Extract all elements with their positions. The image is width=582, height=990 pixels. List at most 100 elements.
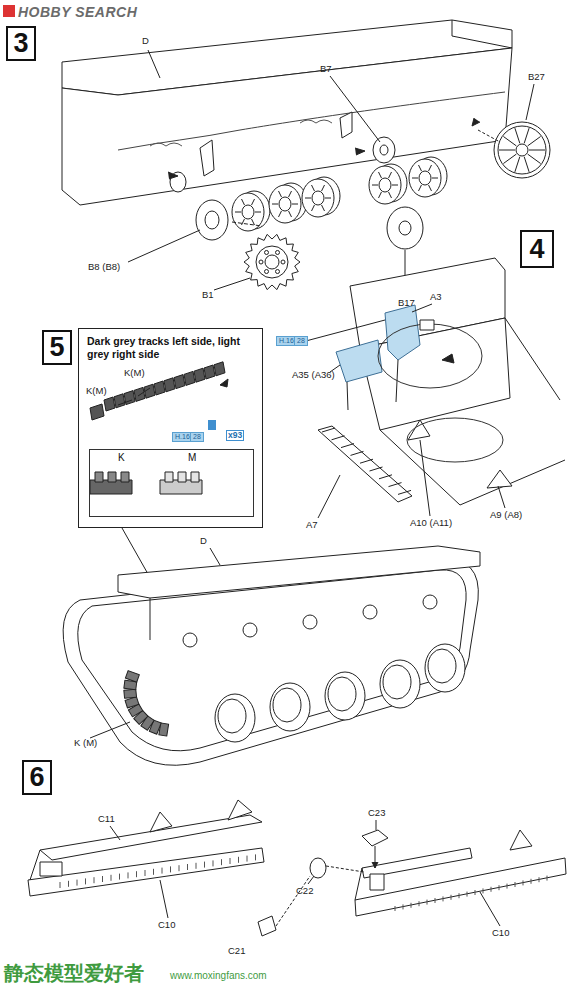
illustration-stroke <box>409 159 441 197</box>
illustration-stroke <box>214 278 250 290</box>
illustration-stroke <box>272 204 278 205</box>
illustration-stroke <box>389 483 402 487</box>
illustration-stroke <box>228 800 252 820</box>
illustration-stroke <box>392 185 398 186</box>
part-label: B1 <box>202 290 214 300</box>
illustration-stroke <box>302 179 334 217</box>
part-label: B8 (B8) <box>88 262 120 272</box>
illustration-stroke <box>40 862 62 876</box>
illustration-stroke <box>170 866 171 872</box>
illustration-stroke <box>270 683 310 731</box>
illustration-stroke <box>326 866 364 872</box>
illustration-stroke <box>432 178 438 179</box>
step-number: 6 <box>29 764 44 791</box>
illustration-stroke <box>443 896 444 901</box>
illustration-stroke <box>341 444 354 448</box>
illustration-stroke <box>475 890 476 895</box>
illustration-stroke <box>524 128 529 143</box>
illustration-stroke <box>3 5 15 17</box>
illustration-stroke <box>145 870 146 876</box>
illustration-stroke <box>154 381 165 395</box>
illustration-stroke <box>303 615 317 629</box>
step-number: 3 <box>13 30 28 57</box>
part-label: B27 <box>528 72 545 82</box>
illustration-stroke <box>318 475 340 518</box>
illustration-stroke <box>312 205 315 211</box>
illustration-stroke <box>128 230 200 262</box>
illustration-stroke <box>547 876 548 881</box>
illustration-stroke <box>425 644 465 692</box>
illustration-stroke <box>204 365 215 379</box>
part-label: C10 <box>492 928 509 938</box>
part-label: C21 <box>228 946 245 956</box>
illustration-stroke <box>215 694 255 742</box>
illustration-stroke <box>528 154 541 163</box>
illustration-stroke <box>308 876 314 884</box>
illustration-stroke <box>187 864 188 870</box>
illustration-stroke <box>138 388 150 396</box>
illustration-stroke <box>419 165 422 171</box>
part-label: D <box>142 36 149 46</box>
illustration-stroke <box>399 221 411 235</box>
illustration-stroke <box>515 157 520 172</box>
illustration-stroke <box>196 863 197 869</box>
illustration-stroke <box>85 878 86 884</box>
illustration-stroke <box>94 877 95 883</box>
watermark: 静态模型爱好者 <box>4 960 144 987</box>
illustration-stroke <box>328 677 356 711</box>
illustration-stroke <box>205 211 219 229</box>
illustration-stroke <box>435 898 436 903</box>
step-number-box: 6 <box>22 760 52 795</box>
illustration-stroke <box>121 472 129 482</box>
illustration-stroke <box>516 144 528 156</box>
step-number-box: 4 <box>520 230 554 268</box>
illustration-stroke <box>459 893 460 898</box>
illustration-stroke <box>383 665 411 699</box>
illustration-stroke <box>370 467 383 471</box>
illustration-stroke <box>491 887 492 892</box>
illustration-stroke <box>95 472 103 482</box>
illustration-stroke <box>411 903 412 908</box>
illustration-stroke <box>389 172 392 178</box>
illustration-stroke <box>90 404 104 420</box>
illustration-stroke <box>429 185 432 191</box>
illustration-stroke <box>515 128 520 143</box>
illustration-stroke <box>111 875 112 881</box>
illustration-stroke <box>213 860 214 866</box>
step-number: 4 <box>529 236 544 263</box>
illustration-stroke <box>168 172 178 179</box>
illustration-stroke <box>118 546 480 598</box>
illustration-stroke <box>403 904 404 909</box>
illustration-stroke <box>77 880 78 886</box>
illustration-stroke <box>148 50 160 78</box>
quantity-icon: x93 <box>226 430 244 441</box>
illustration-stroke <box>310 858 326 878</box>
illustration-stroke <box>380 145 388 155</box>
illustration-stroke <box>451 895 452 900</box>
illustration-stroke <box>269 185 301 223</box>
illustration-stroke <box>184 371 195 385</box>
illustration-stroke <box>408 420 430 440</box>
illustration-stroke <box>322 185 325 191</box>
illustration-stroke <box>165 472 173 482</box>
illustration-stroke <box>252 199 255 205</box>
illustration-stroke <box>428 649 456 683</box>
illustration-stroke <box>510 830 532 850</box>
illustration-stroke <box>276 876 310 926</box>
illustration-stroke <box>369 166 401 204</box>
watermark-logo: HOBBY SEARCH <box>18 4 137 20</box>
illustration-stroke <box>276 250 280 254</box>
illustration-stroke <box>292 204 298 205</box>
part-label: K (M) <box>74 738 97 748</box>
illustration-stroke <box>153 869 154 875</box>
illustration-stroke <box>150 812 172 832</box>
illustration-stroke <box>124 689 137 698</box>
illustration-stroke <box>362 830 388 846</box>
illustration-stroke <box>214 362 225 376</box>
illustration-stroke <box>162 868 163 874</box>
illustration-stroke <box>322 428 335 432</box>
illustration-stroke <box>102 876 103 882</box>
illustration-stroke <box>104 397 115 411</box>
illustration-stroke <box>252 219 255 225</box>
